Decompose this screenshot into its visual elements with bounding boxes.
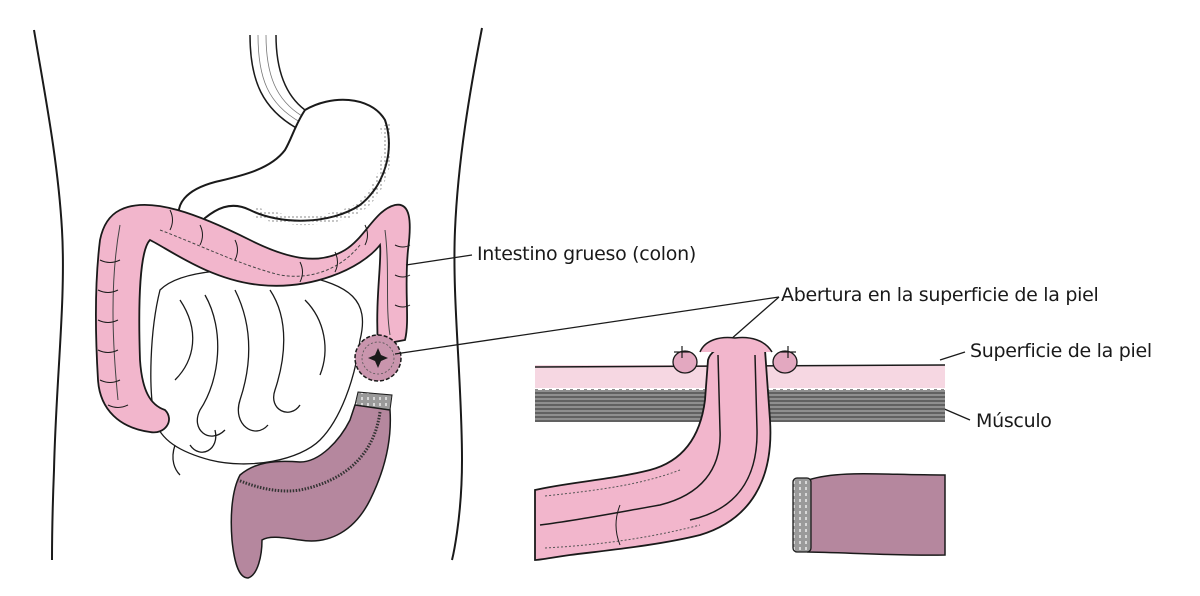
esophagus (249, 34, 306, 131)
label-opening: Abertura en la superficie de la piel (781, 284, 1099, 306)
small-intestine (150, 269, 364, 476)
distal-colon-segment (792, 473, 946, 556)
leader-lines (394, 254, 971, 421)
label-large-intestine: Intestino grueso (colon) (477, 243, 696, 265)
large-intestine (95, 203, 411, 434)
sutures (674, 346, 796, 358)
label-muscle: Músculo (976, 410, 1052, 432)
colon-loop (534, 336, 798, 561)
stoma (354, 334, 402, 382)
label-skin-surface: Superficie de la piel (970, 340, 1152, 362)
torso-outline (33, 27, 483, 561)
rectum-sigmoid (230, 391, 393, 579)
